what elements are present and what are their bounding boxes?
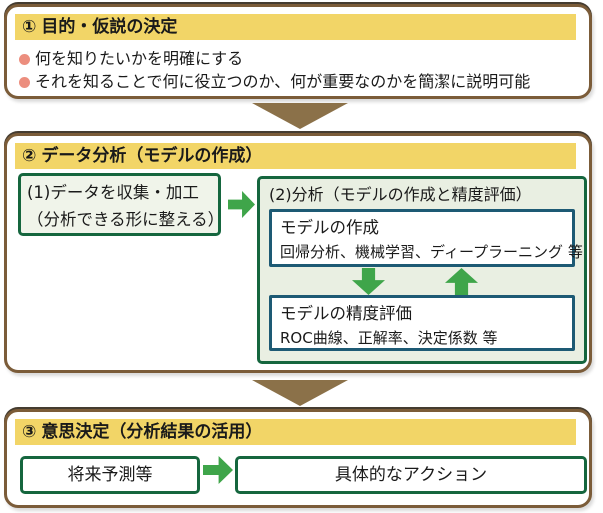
right-arrow-icon [228, 191, 255, 218]
analysis-box-title: (2)分析（モデルの作成と精度評価） [269, 185, 532, 204]
up-arrow-icon [445, 268, 478, 295]
section-number-1: ① [22, 17, 37, 37]
section-number-2: ② [22, 146, 37, 166]
right-arrow-icon [203, 456, 233, 484]
purpose-bullet-2-text: それを知ることで何に役立つのか、何が重要なのかを簡潔に説明可能 [35, 72, 531, 91]
purpose-bullet-1: 何を知りたいかを明確にする [19, 47, 581, 71]
section-title-3: 意思決定（分析結果の活用） [41, 422, 263, 442]
bullet-icon [19, 77, 30, 88]
section-title-2: データ分析（モデルの作成） [41, 146, 263, 166]
model-evaluation-title: モデルの精度評価 [280, 304, 412, 323]
purpose-bullet-2: それを知ることで何に役立つのか、何が重要なのかを簡潔に説明可能 [19, 70, 581, 94]
down-arrow-icon [352, 268, 385, 295]
down-arrow-icon [252, 103, 348, 129]
model-evaluation-box: モデルの精度評価 ROC曲線、正解率、決定係数 等 [269, 295, 575, 351]
section-number-3: ③ [22, 422, 37, 442]
collect-data-box: (1)データを収集・加工 （分析できる形に整える） [18, 173, 225, 236]
purpose-bullet-1-text: 何を知りたいかを明確にする [35, 49, 244, 68]
model-creation-detail: 回帰分析、機械学習、ディープラーニング 等 [280, 243, 583, 261]
bullet-icon [19, 54, 30, 65]
section-title-1: 目的・仮説の決定 [41, 17, 178, 37]
model-creation-title: モデルの作成 [280, 218, 379, 237]
down-arrow-icon [252, 380, 348, 406]
analysis-box: (2)分析（モデルの作成と精度評価） モデルの作成 回帰分析、機械学習、ディープ… [257, 176, 587, 364]
model-evaluation-detail: ROC曲線、正解率、決定係数 等 [280, 329, 498, 347]
collect-data-line2: （分析できる形に整える） [27, 210, 225, 229]
collect-data-line1: (1)データを収集・加工 [27, 183, 199, 202]
model-creation-box: モデルの作成 回帰分析、機械学習、ディープラーニング 等 [269, 209, 583, 267]
future-prediction-box: 将来予測等 [20, 456, 200, 494]
concrete-action-box: 具体的なアクション [235, 456, 587, 494]
